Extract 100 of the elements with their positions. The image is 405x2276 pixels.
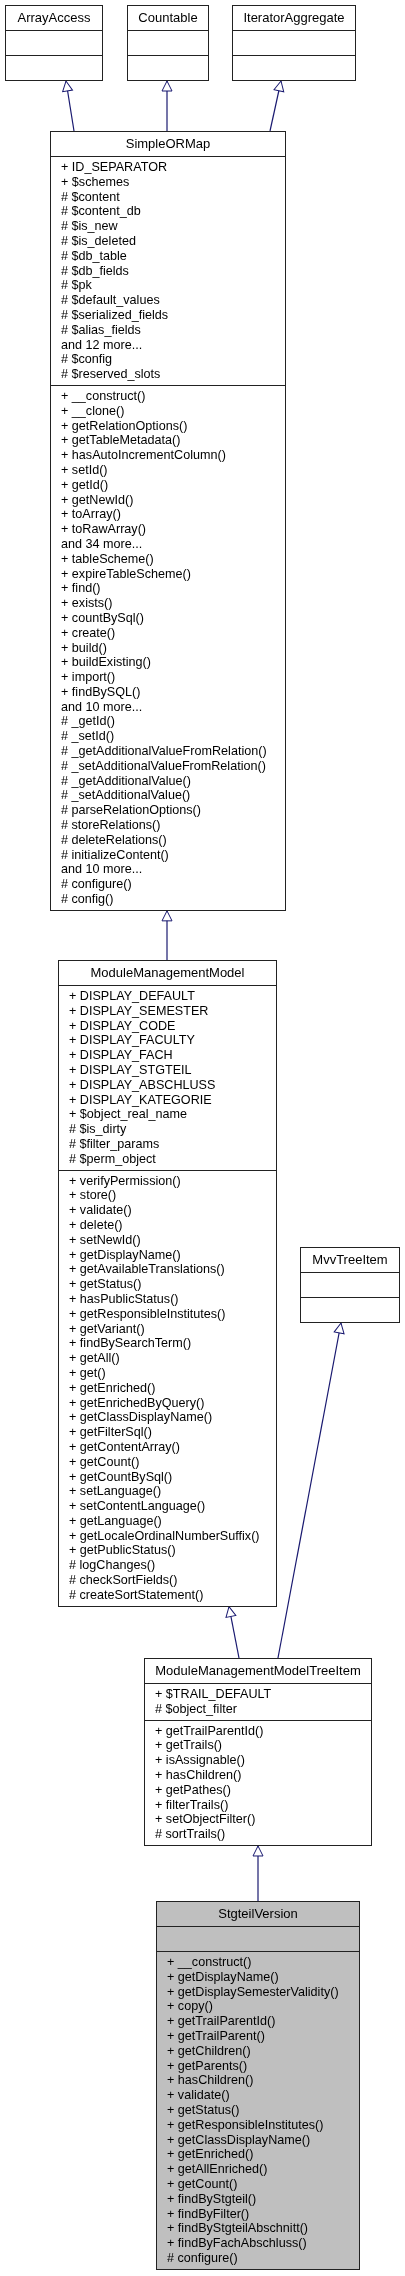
- member-text: + DISPLAY_FACULTY: [69, 1033, 196, 1049]
- member-text: + getAllEnriched(): [167, 2162, 269, 2177]
- class-name: StgteilVersion: [217, 1905, 299, 1923]
- member-text: + DISPLAY_STGTEIL: [69, 1063, 193, 1078]
- member-text: # _getAdditionalValue(): [61, 773, 192, 789]
- member-text: + $schemes: [61, 174, 131, 190]
- member-text: # createSortStatement(): [69, 1587, 205, 1603]
- member-text: + copy(): [167, 1999, 214, 2015]
- member-text: + get(): [69, 1365, 107, 1381]
- member-text: + delete(): [69, 1217, 124, 1233]
- member-text: and 34 more...: [61, 536, 144, 552]
- member-text: + getTrailParentId(): [167, 2014, 277, 2029]
- class-name: MvvTreeItem: [311, 1251, 389, 1269]
- inheritance-arrow: [161, 910, 173, 961]
- member-text: + getCount(): [167, 2176, 239, 2192]
- member-text: + getStatus(): [69, 1277, 143, 1292]
- member-text: + create(): [61, 625, 117, 641]
- member-text: + find(): [61, 581, 102, 597]
- inheritance-arrow: [161, 80, 173, 132]
- member-text: # checkSortFields(): [69, 1573, 179, 1588]
- member-text: + hasAutoIncrementColumn(): [61, 448, 227, 463]
- member-text: + buildExisting(): [61, 655, 152, 671]
- member-text: + $object_real_name: [69, 1107, 188, 1123]
- member-text: + getTrailParentId(): [155, 1723, 265, 1739]
- member-text: # parseRelationOptions(): [61, 803, 202, 819]
- member-text: + getAvailableTranslations(): [69, 1262, 226, 1278]
- member-text: + getResponsibleInstitutes(): [69, 1306, 227, 1322]
- member-text: + store(): [69, 1188, 118, 1204]
- member-text: + getPublicStatus(): [69, 1543, 177, 1559]
- member-text: # $pk: [61, 278, 93, 294]
- class-box: [232, 5, 356, 81]
- member-text: + getTrails(): [155, 1738, 224, 1754]
- member-text: # _setId(): [61, 729, 116, 745]
- member-text: + isAssignable(): [155, 1753, 246, 1768]
- class-name: IteratorAggregate: [242, 9, 346, 27]
- class-name: Countable: [137, 9, 199, 27]
- member-text: + setId(): [61, 462, 109, 478]
- member-text: + hasChildren(): [155, 1768, 243, 1783]
- inheritance-arrow: [225, 1606, 240, 1659]
- member-text: + DISPLAY_CODE: [69, 1018, 177, 1034]
- member-text: + hasChildren(): [167, 2073, 255, 2089]
- member-text: + $TRAIL_DEFAULT: [155, 1687, 273, 1702]
- member-text: # configure(): [61, 877, 133, 893]
- member-text: + getDisplaySemesterValidity(): [167, 1984, 340, 2000]
- member-text: and 10 more...: [61, 862, 144, 878]
- class-name: SimpleORMap: [124, 135, 212, 153]
- member-text: + DISPLAY_KATEGORIE: [69, 1092, 213, 1108]
- member-text: + getCountBySql(): [69, 1469, 174, 1485]
- inheritance-arrow: [252, 1845, 264, 1902]
- member-text: + countBySql(): [61, 610, 145, 626]
- member-text: # $alias_fields: [61, 322, 142, 338]
- member-text: # initializeContent(): [61, 847, 170, 863]
- member-text: + import(): [61, 670, 117, 685]
- member-text: + expireTableScheme(): [61, 566, 192, 582]
- inheritance-arrow: [277, 1322, 345, 1659]
- class-box: [5, 5, 103, 81]
- member-text: # $config: [61, 352, 114, 368]
- member-text: + hasPublicStatus(): [69, 1291, 180, 1307]
- member-text: # storeRelations(): [61, 818, 162, 833]
- member-text: + getResponsibleInstitutes(): [167, 2117, 325, 2133]
- member-text: # $is_deleted: [61, 234, 137, 249]
- member-text: # logChanges(): [69, 1558, 157, 1574]
- member-text: + getParents(): [167, 2058, 249, 2074]
- member-text: + getLocaleOrdinalNumberSuffix(): [69, 1528, 261, 1544]
- member-text: + getClassDisplayName(): [69, 1410, 214, 1426]
- member-text: + ID_SEPARATOR: [61, 160, 169, 175]
- member-text: # $filter_params: [69, 1136, 161, 1152]
- class-box: [50, 131, 286, 911]
- class-box: [144, 1658, 372, 1846]
- member-text: and 10 more...: [61, 699, 144, 715]
- member-text: + validate(): [69, 1203, 133, 1218]
- member-text: + getFilterSql(): [69, 1425, 153, 1440]
- member-text: + getTrailParent(): [167, 2029, 266, 2044]
- member-text: # $serialized_fields: [61, 307, 170, 323]
- member-text: + setContentLanguage(): [69, 1499, 207, 1514]
- class-name: ModuleManagementModel: [89, 964, 246, 982]
- member-text: # $default_values: [61, 293, 161, 308]
- member-text: + getEnriched(): [69, 1380, 157, 1396]
- member-text: + DISPLAY_FACH: [69, 1048, 174, 1063]
- member-text: # configure(): [167, 2250, 239, 2266]
- class-name: ArrayAccess: [16, 9, 92, 27]
- member-text: + getPathes(): [155, 1782, 232, 1798]
- member-text: + validate(): [167, 2088, 231, 2103]
- member-text: + getRelationOptions(): [61, 418, 189, 434]
- member-text: + DISPLAY_ABSCHLUSS: [69, 1077, 217, 1093]
- member-text: + getEnriched(): [167, 2147, 255, 2163]
- member-text: + getStatus(): [167, 2102, 241, 2118]
- member-text: + build(): [61, 640, 108, 656]
- class-box: [58, 960, 277, 1607]
- member-text: + getChildren(): [167, 2043, 252, 2059]
- member-text: # $content_db: [61, 204, 142, 220]
- member-text: + setLanguage(): [69, 1484, 163, 1500]
- inheritance-arrow: [269, 80, 285, 132]
- member-text: + findByFachAbschluss(): [167, 2236, 308, 2251]
- member-text: # $db_fields: [61, 263, 130, 279]
- class-box: [127, 5, 209, 81]
- member-text: # deleteRelations(): [61, 832, 168, 848]
- member-text: + toRawArray(): [61, 522, 148, 537]
- member-text: # config(): [61, 892, 115, 907]
- member-text: + __construct(): [167, 1955, 253, 1970]
